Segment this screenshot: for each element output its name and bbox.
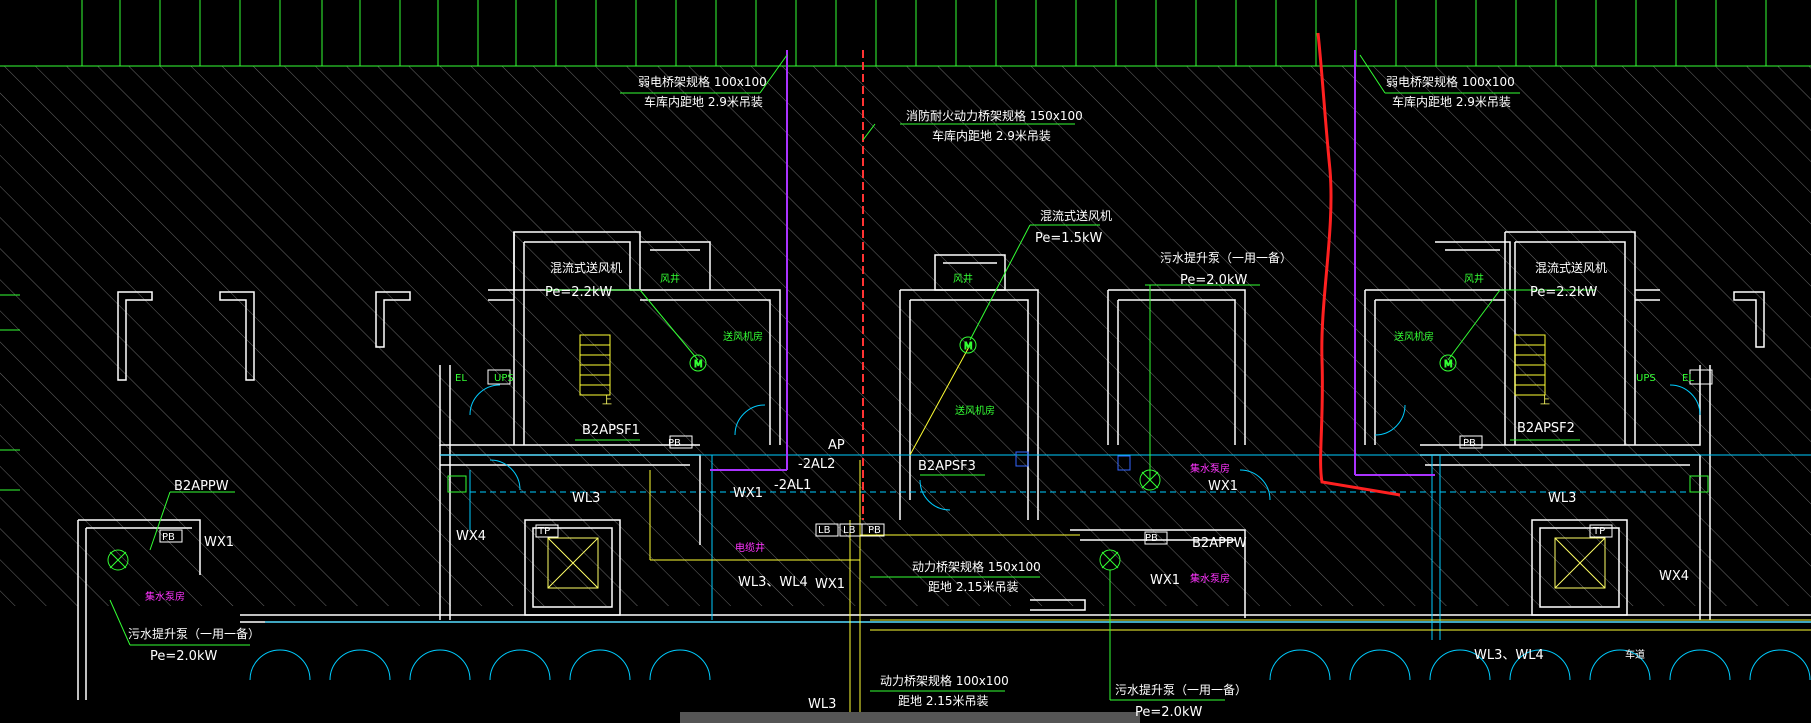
label-pb-d: PB xyxy=(1145,533,1158,544)
room-songfeng-b: 送风机房 xyxy=(955,404,995,417)
panel-apsf1: B2APSF1 xyxy=(582,423,640,438)
stair-up-a: 上 xyxy=(602,395,612,407)
label-tp-right: TP xyxy=(1592,526,1605,537)
room-dianjing: 电缆井 xyxy=(735,541,765,554)
label-ap: AP xyxy=(828,438,845,453)
label-wx1-d: WX1 xyxy=(815,577,845,592)
room-fengjing-c: 风井 xyxy=(1464,272,1484,285)
label-tp-left: TP xyxy=(537,526,550,537)
label-al1: -2AL1 xyxy=(774,478,811,493)
fan-symbol: M M M xyxy=(689,336,1457,372)
label-el-right: EL xyxy=(1682,373,1694,384)
label-wl3-b: WL3 xyxy=(1548,491,1576,506)
label-wl3wl4-a: WL3、WL4 xyxy=(738,575,808,590)
elevator-symbol xyxy=(547,537,1606,589)
risers xyxy=(710,50,1435,520)
fire-tray-line1: 消防耐火动力桥架规格 150x100 xyxy=(906,108,1083,123)
fan-right-name: 混流式送风机 xyxy=(1535,260,1607,275)
label-lb-a: LB xyxy=(818,525,831,536)
label-wx1-a: WX1 xyxy=(733,486,763,501)
label-wx4-right: WX4 xyxy=(1659,569,1689,584)
label-pb-b: PB xyxy=(868,525,881,536)
room-fengjing-b: 风井 xyxy=(953,272,973,285)
cable-bus xyxy=(265,454,1811,640)
panel-boxes xyxy=(159,369,1713,545)
power-tray-low-line2: 距地 2.15米吊装 xyxy=(898,694,989,708)
label-el-left: EL xyxy=(455,373,467,384)
panel-apsf3: B2APSF3 xyxy=(918,459,976,474)
label-wx1-c: WX1 xyxy=(204,535,234,550)
fan-left-name: 混流式送风机 xyxy=(550,260,622,275)
label-al2: -2AL2 xyxy=(798,457,835,472)
bottom-strip xyxy=(680,712,1140,723)
room-pump-c: 集水泵房 xyxy=(145,590,185,603)
label-ups-right: UPS xyxy=(1636,373,1656,384)
weak-tray-left-line1: 弱电桥架规格 100x100 xyxy=(638,74,767,89)
panel-appw-left: B2APPW xyxy=(174,479,229,494)
pump-mid-pe: Pe=2.0kW xyxy=(1180,273,1247,288)
hatch-area xyxy=(0,66,1811,606)
label-wx1-b: WX1 xyxy=(1208,479,1238,494)
label-wl3-a: WL3 xyxy=(572,491,600,506)
svg-text:M: M xyxy=(694,359,703,370)
svg-text:M: M xyxy=(964,341,973,352)
fan-mid-pe: Pe=1.5kW xyxy=(1035,231,1102,246)
pump-left-name: 污水提升泵（一用一备） xyxy=(128,626,260,641)
label-wx4-left: WX4 xyxy=(456,529,486,544)
pump-low-pe: Pe=2.0kW xyxy=(1135,705,1202,720)
pump-low-name: 污水提升泵（一用一备） xyxy=(1115,682,1247,697)
fan-right-pe: Pe=2.2kW xyxy=(1530,285,1597,300)
label-wl3wl4-b: WL3、WL4 xyxy=(1474,648,1544,663)
label-ups-left: UPS xyxy=(494,373,514,384)
stair-symbol xyxy=(579,334,1546,396)
svg-text:M: M xyxy=(1444,359,1453,370)
fire-tray-line2: 车库内距地 2.9米吊装 xyxy=(932,128,1051,143)
stair-up-b: 上 xyxy=(1540,395,1550,407)
label-lb-b: LB xyxy=(843,525,856,536)
weak-tray-right-line2: 车库内距地 2.9米吊装 xyxy=(1392,94,1511,109)
label-pb-e: PB xyxy=(1463,438,1476,449)
weak-tray-left-line2: 车库内距地 2.9米吊装 xyxy=(644,94,763,109)
power-tray-mid-line2: 距地 2.15米吊装 xyxy=(928,580,1019,594)
label-pb-c: PB xyxy=(162,532,175,543)
weak-tray-right-line1: 弱电桥架规格 100x100 xyxy=(1386,74,1515,89)
red-markup-stroke xyxy=(1316,32,1401,497)
panel-apsf2: B2APSF2 xyxy=(1517,421,1575,436)
annotations: 弱电桥架规格 100x100 车库内距地 2.9米吊装 消防耐火动力桥架规格 1… xyxy=(128,74,1694,720)
leader-lines xyxy=(109,54,1595,701)
column-markers xyxy=(117,291,1765,381)
room-songfeng-a: 送风机房 xyxy=(723,330,763,343)
fan-mid-name: 混流式送风机 xyxy=(1040,208,1112,223)
door-swing-symbol xyxy=(249,384,1811,681)
power-tray-mid-line1: 动力桥架规格 150x100 xyxy=(912,559,1041,574)
fan-left-pe: Pe=2.2kW xyxy=(545,285,612,300)
room-songfeng-c: 送风机房 xyxy=(1394,330,1434,343)
label-lane: 车道 xyxy=(1625,648,1645,661)
label-wl3-c: WL3 xyxy=(808,697,836,712)
room-fengjing-a: 风井 xyxy=(660,272,680,285)
yellow-cable-runs xyxy=(649,344,1811,723)
panel-appw-mid: B2APPW xyxy=(1192,536,1247,551)
top-grid xyxy=(0,0,1811,491)
label-pb-a: PB xyxy=(668,438,681,449)
room-pump-b: 集水泵房 xyxy=(1190,572,1230,585)
room-pump-a: 集水泵房 xyxy=(1190,462,1230,475)
pump-mid-name: 污水提升泵（一用一备） xyxy=(1160,250,1292,265)
label-wx1-e: WX1 xyxy=(1150,573,1180,588)
power-tray-low-line1: 动力桥架规格 100x100 xyxy=(880,673,1009,688)
pump-left-pe: Pe=2.0kW xyxy=(150,649,217,664)
pump-symbol xyxy=(107,469,1161,571)
